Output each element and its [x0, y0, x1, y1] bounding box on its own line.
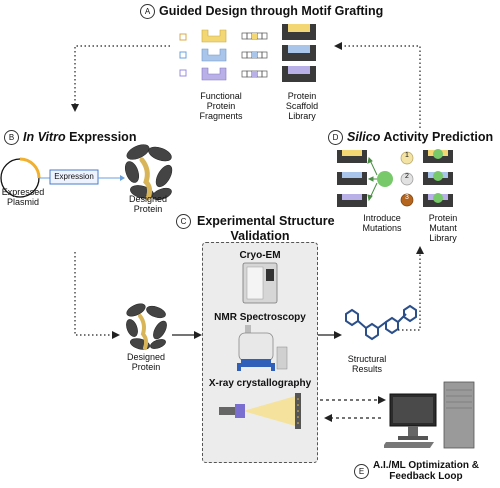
cryo-em-label: Cryo-EM — [239, 250, 281, 261]
section-e-title-line2: Feedback Loop — [389, 471, 463, 482]
section-d-header: D Silico Activity Prediction — [328, 130, 494, 146]
validation-panel: Cryo-EM NMR Spectroscopy X-ray crystallo… — [202, 242, 318, 463]
expression-box-label: Expression — [54, 172, 94, 181]
yellow-fragment-icon — [201, 29, 227, 43]
section-d-title-rest: Activity Prediction — [380, 130, 494, 144]
section-c-letter: C — [176, 214, 191, 230]
rank-3-icon — [400, 193, 414, 207]
structural-results-label: Structural Results — [347, 354, 387, 374]
designed-protein-bottom-label: Designed Protein — [126, 352, 166, 372]
section-e-letter: E — [354, 464, 369, 479]
section-b-title-italic: In Vitro — [23, 130, 66, 144]
rank-1-icon — [400, 151, 414, 165]
section-b-letter: B — [4, 130, 19, 146]
arrow-a-to-b — [74, 45, 170, 106]
arrow-b-to-designed — [74, 252, 114, 336]
section-c-title-line2: Validation — [230, 229, 290, 244]
section-c-title-line1: Experimental Structure — [197, 214, 335, 228]
arrow-results-to-d — [398, 252, 421, 331]
functional-fragments-label: Functional Protein Fragments — [199, 91, 243, 121]
blue-fragment-icon — [201, 48, 227, 62]
scaffold-library-icon — [282, 24, 316, 82]
arrow-d-to-a — [340, 45, 421, 128]
mutation-graphic — [337, 149, 453, 207]
rank-2-label: 2 — [405, 173, 409, 180]
fragment-square-icon — [179, 69, 187, 77]
designed-protein-top-icon — [124, 144, 173, 201]
xray-label: X-ray crystallography — [208, 378, 312, 389]
plasmid-insert-icon — [19, 157, 41, 179]
xray-crystallography-icon — [219, 393, 301, 429]
section-c-header: C Experimental Structure Validation — [176, 214, 335, 244]
section-a-header: A Guided Design through Motif Grafting — [140, 4, 384, 20]
purple-fragment-icon — [201, 67, 227, 81]
section-d-letter: D — [328, 130, 343, 146]
section-e-header: E A.I./ML Optimization & Feedback Loop — [354, 460, 500, 482]
mutation-scaffold-icon — [337, 150, 367, 207]
introduce-mutations-label: Introduce Mutations — [362, 213, 402, 233]
nmr-label: NMR Spectroscopy — [214, 312, 306, 323]
section-a-letter: A — [140, 4, 155, 20]
section-a-title: Guided Design through Motif Grafting — [159, 4, 384, 18]
section-d-title-italic: Silico — [347, 130, 381, 144]
nmr-spectrometer-icon — [237, 325, 288, 371]
fragment-square-icon — [179, 33, 187, 41]
structural-results-icon — [345, 304, 417, 341]
mutant-library-label: Protein Mutant Library — [428, 213, 458, 243]
designed-protein-top-label: Designed Protein — [128, 194, 168, 214]
cryo-em-microscope-icon — [242, 262, 278, 304]
mutation-green-icon — [377, 171, 393, 187]
section-e-title-line1: A.I./ML Optimization & — [373, 460, 479, 471]
rank-3-label: 3 — [405, 194, 409, 201]
section-a-graphics — [179, 24, 316, 82]
section-b-title-rest: Expression — [65, 130, 137, 144]
fragment-square-icon — [179, 51, 187, 59]
ai-workstation-icon — [384, 381, 475, 449]
section-b-header: B In Vitro Expression — [4, 130, 137, 146]
designed-protein-bottom-icon — [126, 303, 167, 350]
expression-box — [49, 169, 99, 185]
scaffold-library-label: Protein Scaffold Library — [285, 91, 319, 121]
rank-2-icon — [400, 172, 414, 186]
plasmid-graphic — [0, 157, 125, 198]
expressed-plasmid-label: Expressed Plasmid — [1, 187, 45, 207]
rank-1-label: 1 — [405, 152, 409, 159]
mutant-library-icon — [423, 149, 453, 207]
